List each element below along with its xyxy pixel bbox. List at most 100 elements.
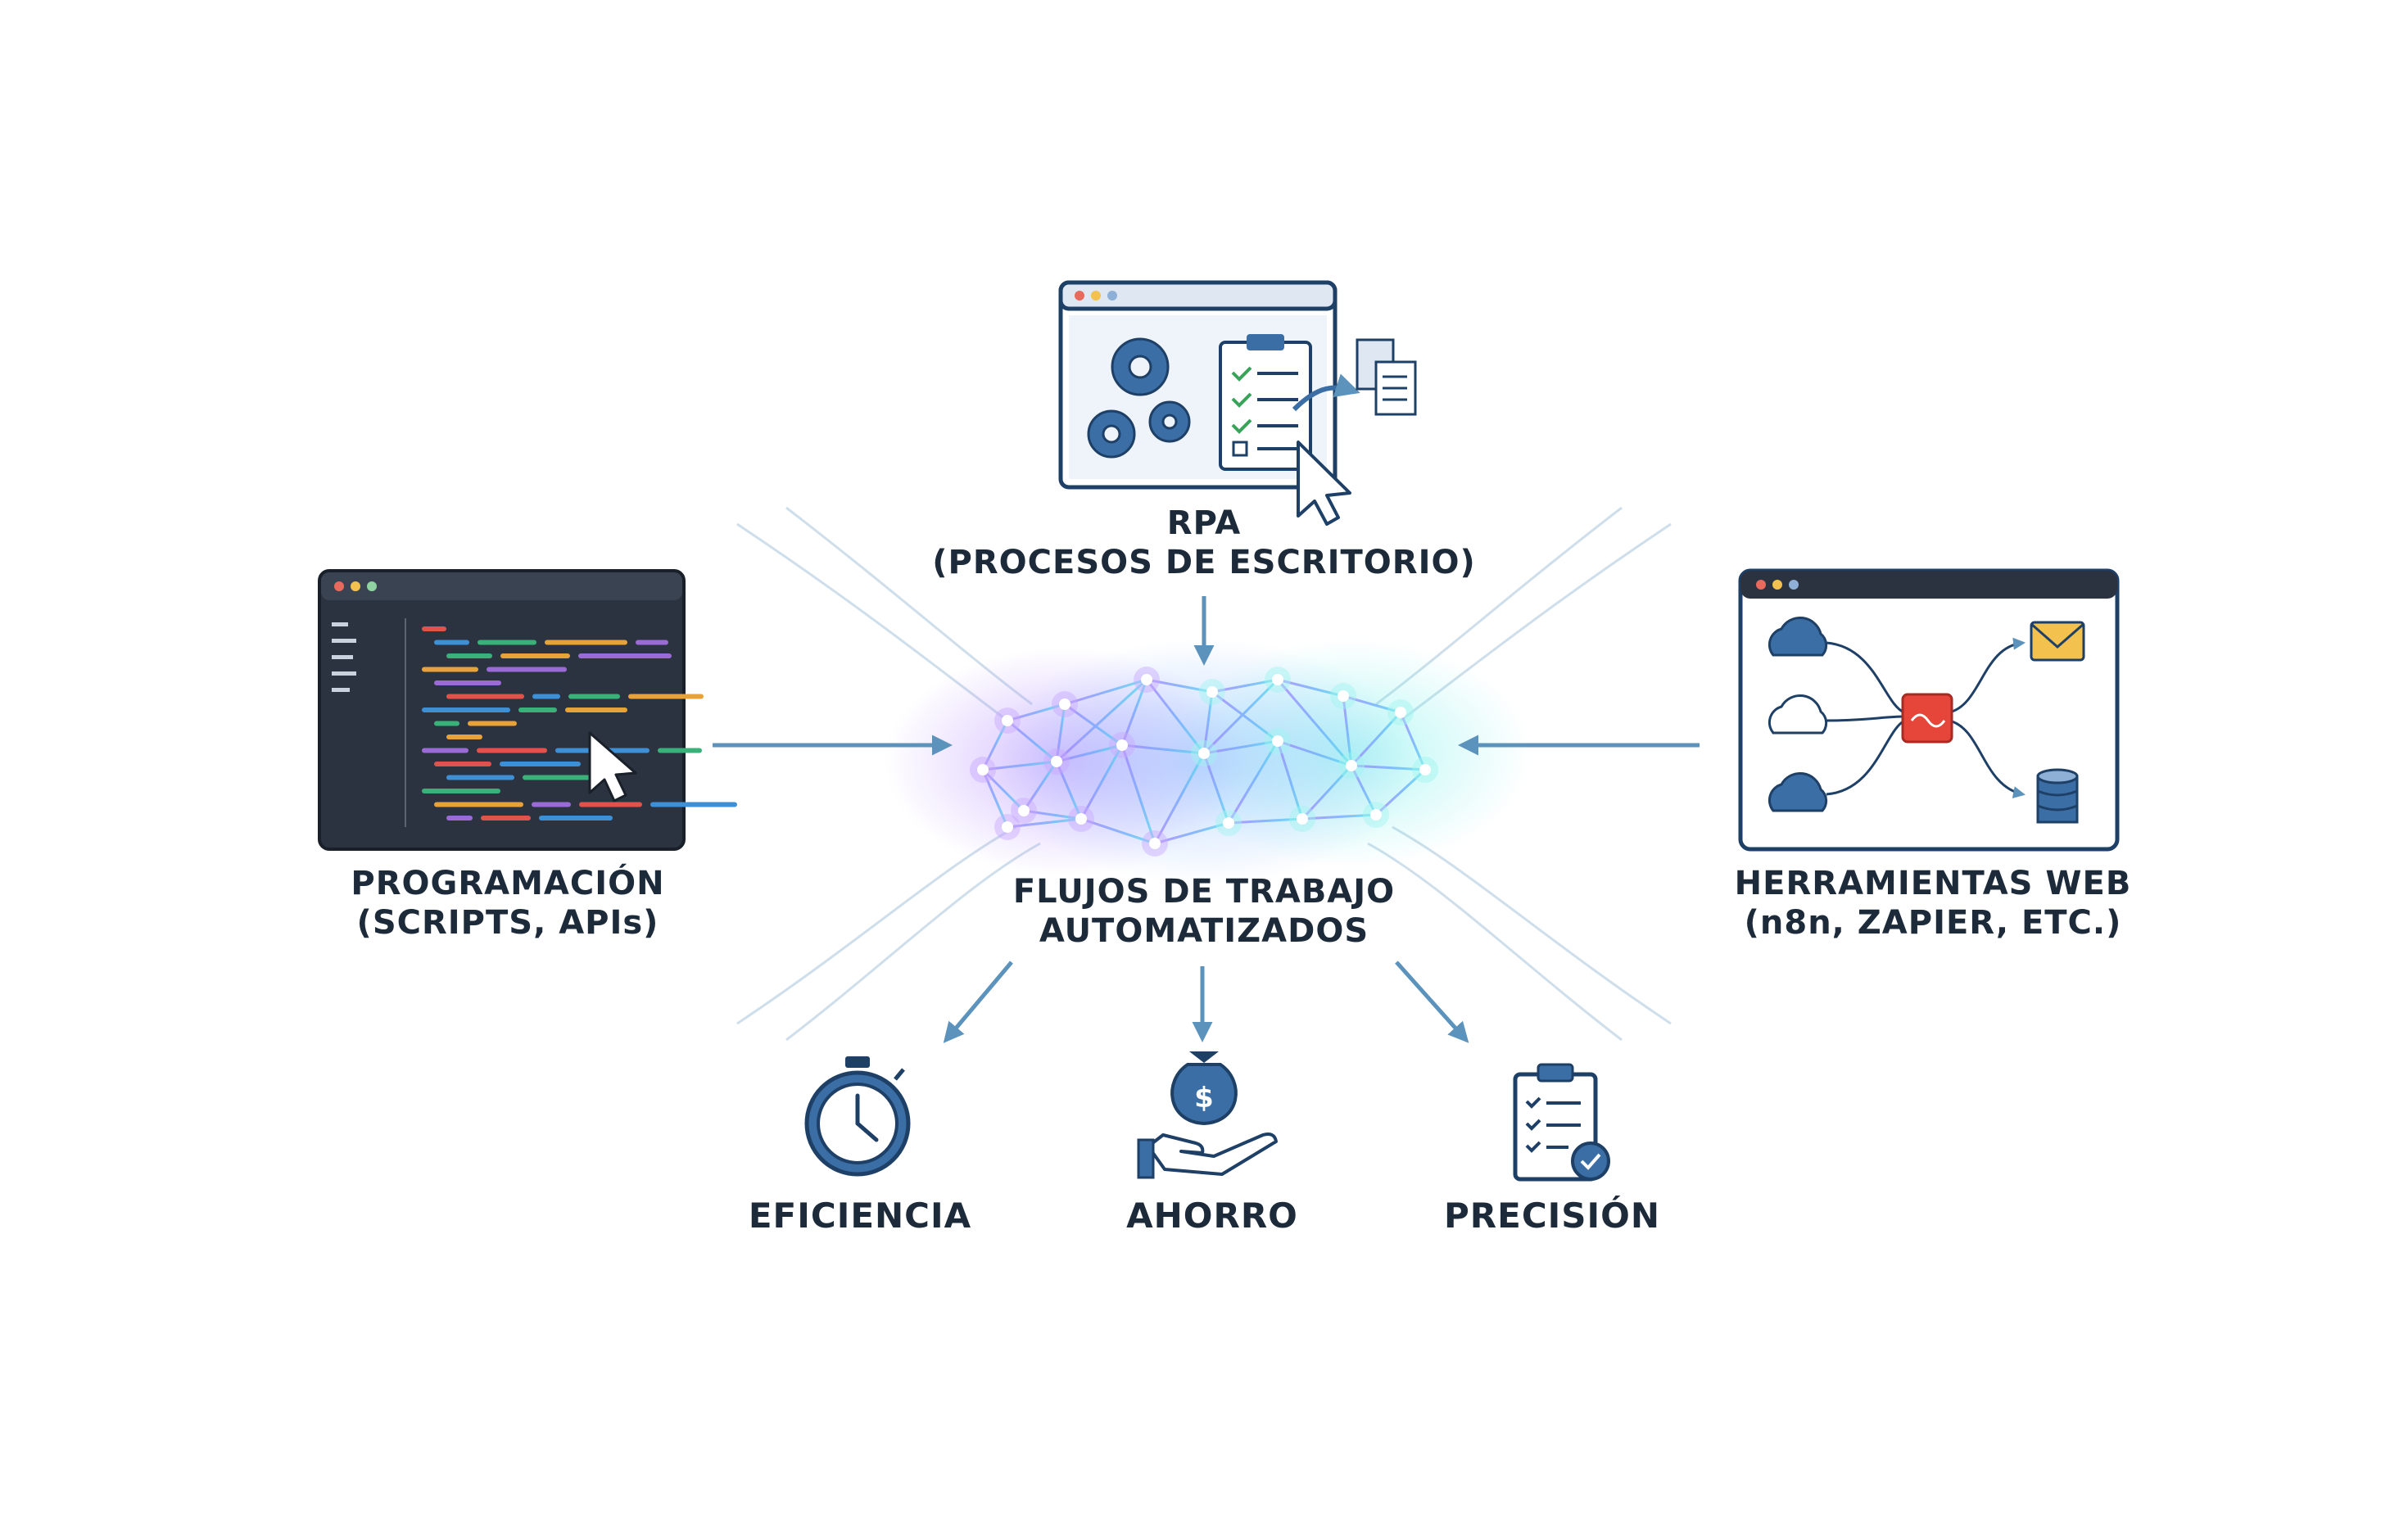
- code-token: [658, 748, 702, 753]
- code-editor-icon: [318, 569, 737, 851]
- network-node: [1206, 686, 1218, 698]
- code-token: [579, 802, 642, 807]
- network-node: [1370, 809, 1382, 821]
- flow-curves: [736, 506, 1672, 1042]
- network-node: [1018, 805, 1030, 816]
- network-edge: [1227, 740, 1279, 824]
- network-edge: [1080, 744, 1124, 820]
- code-token: [468, 721, 517, 726]
- network-edge: [1277, 739, 1352, 767]
- web-tools-subtitle: (n8n, ZAPIER, ETC.): [1744, 904, 2122, 942]
- network-edge: [1023, 809, 1082, 821]
- code-token: [446, 735, 482, 739]
- network-edge: [982, 760, 1057, 771]
- code-token: [545, 640, 627, 645]
- cursor-icon: [588, 731, 637, 802]
- code-token: [518, 707, 557, 712]
- center-label: FLUJOS DE TRABAJO AUTOMATIZADOS: [876, 872, 1532, 951]
- network-edge: [981, 768, 1025, 812]
- network-node: [1149, 838, 1161, 849]
- svg-text:$: $: [1194, 1082, 1214, 1114]
- network-edge: [1350, 765, 1378, 816]
- network-edge: [1351, 764, 1426, 771]
- center-title-line2: AUTOMATIZADOS: [1039, 912, 1369, 950]
- code-token: [446, 694, 524, 699]
- sidebar-line: [332, 639, 356, 643]
- rpa-window-icon: [1058, 280, 1417, 526]
- network-edge: [1007, 817, 1082, 829]
- network-node: [1272, 735, 1283, 747]
- cloud-icon: [1768, 694, 1828, 735]
- network-edge: [1399, 712, 1427, 771]
- code-token: [565, 707, 627, 712]
- network-edge: [1374, 768, 1427, 816]
- money-hand-icon: $: [1137, 1051, 1278, 1179]
- network-edge: [1228, 817, 1303, 825]
- code-token: [487, 667, 567, 672]
- network-edge: [1120, 744, 1156, 844]
- stopwatch-icon: [804, 1056, 911, 1177]
- network-edge: [1120, 679, 1148, 746]
- code-token: [422, 626, 446, 631]
- network-edge: [1055, 703, 1066, 762]
- code-token: [446, 816, 473, 821]
- programacion-subtitle: (SCRIPTS, APIs): [356, 904, 659, 942]
- network-edge: [1202, 678, 1279, 755]
- network-node: [977, 764, 989, 775]
- code-token: [434, 802, 523, 807]
- code-token: [500, 653, 570, 658]
- network-node: [1002, 715, 1013, 726]
- code-token: [636, 640, 668, 645]
- network-edge: [1202, 753, 1230, 824]
- code-token: [446, 653, 492, 658]
- gears-icon: [1087, 337, 1191, 459]
- code-token: [568, 694, 620, 699]
- network-node: [1075, 813, 1087, 825]
- network-edge: [1022, 761, 1058, 811]
- sidebar-line: [332, 655, 353, 659]
- envelope-icon: [2030, 621, 2085, 662]
- network-edge: [1007, 703, 1066, 722]
- database-icon: [2036, 768, 2079, 824]
- code-token: [532, 694, 560, 699]
- workflow-window-icon: [1738, 568, 2120, 852]
- network-edge: [1153, 753, 1206, 844]
- network-edge: [1146, 678, 1213, 694]
- code-token: [650, 802, 737, 807]
- network-edge: [1064, 678, 1147, 706]
- code-token: [532, 802, 571, 807]
- network-node: [1116, 739, 1128, 751]
- sidebar-line: [332, 671, 356, 676]
- web-tools-title: HERRAMIENTAS WEB: [1734, 865, 2132, 902]
- network-node: [1051, 756, 1062, 767]
- network-edge: [1301, 764, 1353, 821]
- network-edge: [1276, 740, 1304, 820]
- rpa-label: RPA (PROCESOS DE ESCRITORIO): [876, 504, 1532, 582]
- network-cluster-icon: [885, 639, 1532, 884]
- network-edge: [981, 769, 1009, 828]
- code-token: [434, 721, 459, 726]
- code-token: [422, 789, 500, 793]
- cursor-icon: [1297, 441, 1351, 526]
- network-node: [1198, 748, 1210, 759]
- network-node: [1419, 764, 1431, 775]
- network-edge: [1211, 678, 1279, 694]
- network-node: [1002, 821, 1013, 833]
- code-token: [434, 640, 469, 645]
- network-edge: [1080, 817, 1156, 845]
- network-edge: [1055, 678, 1148, 763]
- clipboard-icon: [1219, 334, 1312, 471]
- network-node: [1059, 698, 1070, 710]
- center-title-line1: FLUJOS DE TRABAJO: [1012, 873, 1396, 911]
- network-node: [1141, 674, 1152, 685]
- network-edge: [1350, 711, 1402, 767]
- cloud-database-icon: [1768, 771, 1828, 812]
- cloud-icon: [1768, 616, 1828, 657]
- code-token: [422, 667, 478, 672]
- network-edge: [1277, 678, 1344, 698]
- code-token: [500, 762, 581, 766]
- arrow-to-precision: [1395, 961, 1469, 1043]
- code-token: [434, 762, 491, 766]
- arrow-to-eficiencia: [943, 961, 1013, 1043]
